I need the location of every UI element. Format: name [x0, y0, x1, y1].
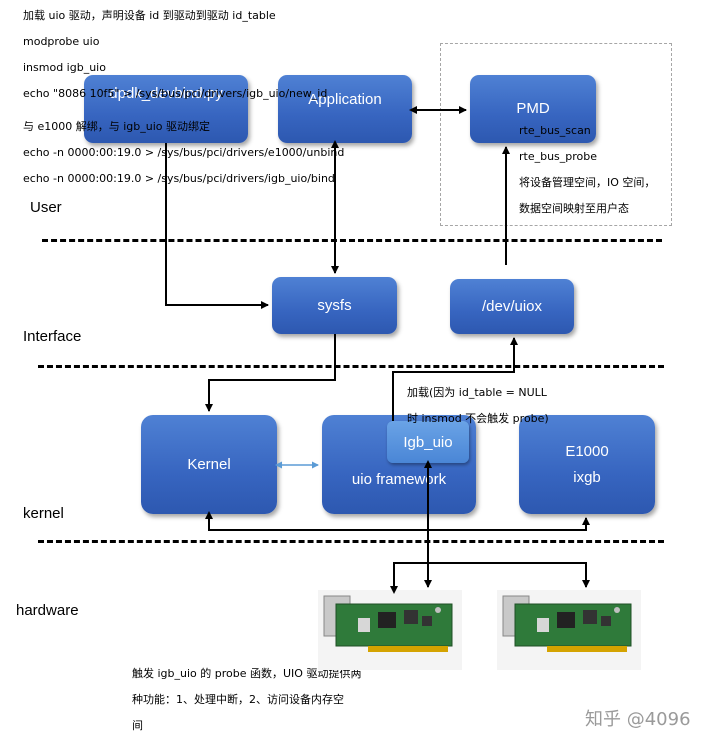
pmd-note-map2: 数据空间映射至用户态 [519, 202, 629, 215]
application-label: Application [308, 90, 382, 108]
layer-interface: Interface [23, 328, 82, 345]
pmd-note-scan: rte_bus_scan [519, 124, 591, 137]
note-unbind-cmd: echo -n 0000:00:19.0 > /sys/bus/pci/driv… [23, 146, 345, 159]
note-load-uio: 加载 uio 驱动，声明设备 id 到驱动到驱动 id_table [23, 9, 276, 22]
pmd-note-probe: rte_bus_probe [519, 150, 598, 163]
layer-kernel: kernel [23, 505, 64, 522]
arrow-sysfs-kernel [205, 334, 336, 412]
note-insmod: insmod igb_uio [23, 61, 106, 74]
sysfs-box[interactable]: sysfs [272, 277, 397, 334]
user-space-region [440, 43, 672, 226]
ixgb-label: ixgb [573, 468, 601, 486]
sysfs-label: sysfs [317, 297, 352, 314]
arrow-bus-nics [390, 562, 590, 594]
separator-user-interface [42, 239, 662, 242]
pmd-box[interactable]: PMD [470, 75, 596, 143]
e1000-ixgb-box[interactable]: E1000 ixgb [519, 415, 655, 514]
separator-kernel-hardware [38, 540, 664, 543]
kernel-box[interactable]: Kernel [141, 415, 277, 514]
layer-user: User [30, 199, 62, 216]
layer-hardware: hardware [16, 602, 79, 619]
note-bind-cmd: echo -n 0000:00:19.0 > /sys/bus/pci/driv… [23, 172, 335, 185]
igb-uio-box[interactable]: Igb_uio [387, 421, 469, 463]
note-new-id: echo "8086 10f5" > /sys/bus/pci/drivers/… [23, 87, 328, 100]
arrow-dpdk-sysfs [165, 143, 269, 309]
pmd-label: PMD [516, 99, 550, 117]
dpdk-devbind-box[interactable]: dpdk_devbind.py [84, 75, 248, 143]
load-note-line1: 加载(因为 id_table = NULL [407, 386, 547, 399]
igb-uio-label: Igb_uio [403, 433, 453, 451]
probe-note-line1: 触发 igb_uio 的 probe 函数，UIO 驱动提供两 [132, 667, 362, 680]
note-modprobe: modprobe uio [23, 35, 100, 48]
probe-note-line2: 种功能：1、处理中断，2、访问设备内存空 [132, 693, 344, 706]
dpdk-devbind-label: dpdk_devbind.py [109, 84, 223, 102]
dev-uiox-label: /dev/uiox [481, 298, 543, 315]
network-card-icon [318, 590, 462, 670]
separator-interface-kernel [38, 365, 664, 368]
e1000-label: E1000 [565, 442, 609, 460]
probe-note-line3: 间 [132, 719, 143, 732]
note-unbind-bind: 与 e1000 解绑，与 igb_uio 驱动绑定 [23, 120, 211, 133]
network-card-icon [497, 590, 641, 670]
uio-framework-label: uio framework [351, 471, 447, 488]
dev-uiox-box[interactable]: /dev/uiox [450, 279, 574, 334]
load-note-line2: 时 insmod 不会触发 probe) [407, 412, 549, 425]
pmd-note-map1: 将设备管理空间，IO 空间， [519, 176, 656, 189]
kernel-label: Kernel [187, 456, 231, 473]
application-box[interactable]: Application [278, 75, 412, 143]
watermark: 知乎 @4096 [585, 709, 691, 730]
arrow-igb-uiox [392, 337, 518, 421]
arrow-bus-kernel-e1000 [205, 511, 590, 531]
